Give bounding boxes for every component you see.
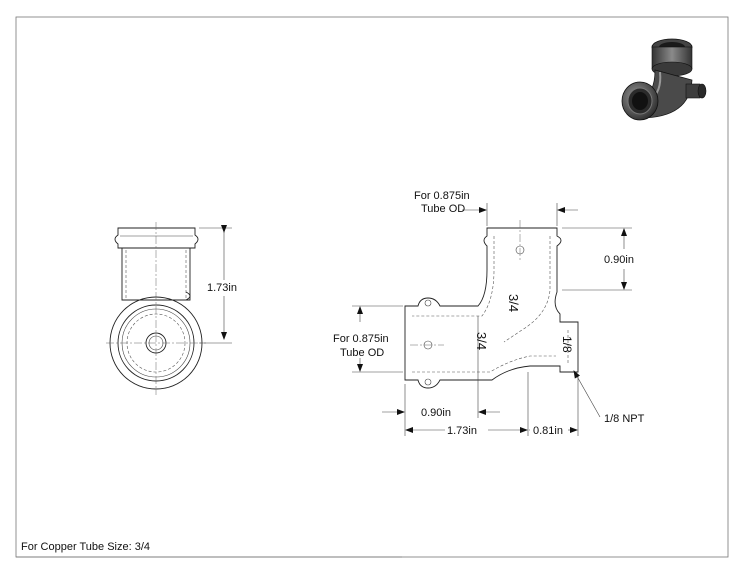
front-height-dimension: 1.73in	[207, 282, 237, 294]
bottom-inner-dimension: 0.90in	[421, 407, 451, 419]
horizontal-socket-marking: 3/4	[474, 332, 489, 350]
vertical-socket-marking: 3/4	[506, 294, 521, 312]
sheet-border	[15, 16, 729, 558]
side-view	[352, 203, 632, 436]
left-tube-label-line1: For 0.875in	[333, 333, 389, 345]
top-tube-label-line1: For 0.875in	[414, 190, 470, 202]
port-marking: 1/8	[560, 336, 574, 353]
bottom-right-dimension: 0.81in	[533, 425, 563, 437]
top-tube-label-line2: Tube OD	[421, 203, 465, 215]
npt-callout: 1/8 NPT	[604, 413, 645, 425]
front-view	[106, 222, 232, 395]
right-vertical-dimension: 0.90in	[604, 254, 634, 266]
footer-note: For Copper Tube Size: 3/4	[21, 541, 150, 553]
left-tube-label-line2: Tube OD	[340, 347, 384, 359]
isometric-view	[621, 38, 707, 121]
bottom-total-dimension: 1.73in	[447, 425, 477, 437]
